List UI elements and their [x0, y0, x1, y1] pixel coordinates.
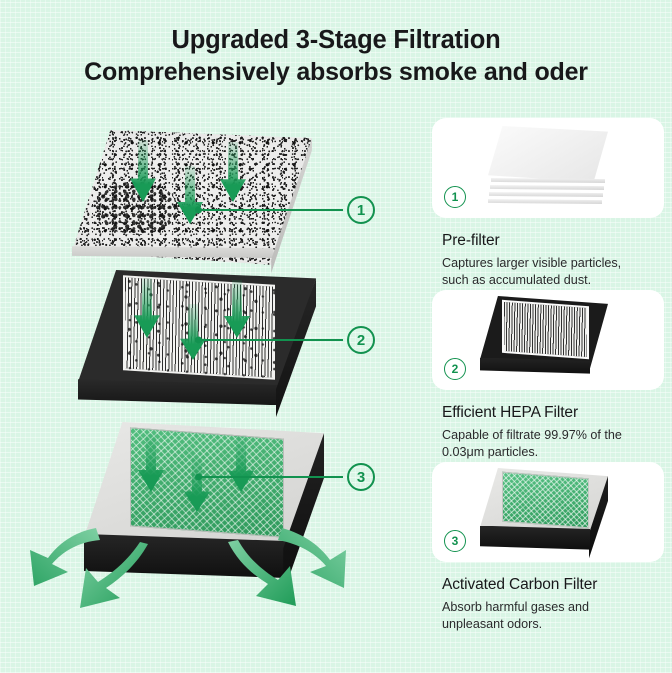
hepa-icon-front-edge — [480, 357, 591, 374]
callout-3-number: 3 — [347, 463, 375, 491]
title-line-1: Upgraded 3-Stage Filtration — [171, 26, 501, 54]
stacked-sheets-icon — [488, 126, 608, 210]
prefilter-sheet-layer — [491, 178, 605, 183]
clean-air-exhaust-arrows — [0, 510, 420, 655]
panel-3-heading: Activated Carbon Filter — [442, 576, 598, 593]
stage-2-hepa-slab — [78, 270, 316, 419]
filter-stack-illustration: 1 2 3 — [0, 110, 420, 655]
stage-1-prefilter-slab — [72, 130, 312, 274]
prefilter-front-edge — [72, 246, 274, 259]
carbon-thumbnail-card: 3 — [432, 462, 664, 562]
title-line-2: Comprehensively absorbs smoke and oder — [84, 58, 588, 86]
panel-2-badge: 2 — [444, 358, 466, 380]
panel-1-heading: Pre-filter — [442, 232, 500, 249]
callout-3: 3 — [195, 462, 375, 492]
exhaust-arrow-left-inner — [80, 542, 148, 608]
exhaust-arrow-group — [30, 528, 346, 608]
prefilter-thumbnail-card: 1 — [432, 118, 664, 218]
callout-2-number: 2 — [347, 326, 375, 354]
panel-3-body: Absorb harmful gases and unpleasant odor… — [442, 600, 590, 631]
carbon-icon-mesh — [501, 471, 589, 529]
callout-2: 2 — [195, 325, 375, 355]
hepa-icon-media — [501, 299, 589, 360]
exhaust-arrow-right-inner — [228, 540, 296, 606]
panel-2-heading: Efficient HEPA Filter — [442, 404, 579, 421]
callout-3-leader-line — [198, 476, 343, 478]
panel-hepa: 2 Efficient HEPA Filter Capable of filtr… — [432, 290, 664, 460]
hepa-thumbnail-card: 2 — [432, 290, 664, 390]
panel-carbon: 3 Activated Carbon Filter Absorb harmful… — [432, 462, 664, 632]
carbon-icon-front-edge — [480, 525, 591, 550]
carbon-filter-icon — [480, 468, 608, 559]
callout-1-leader-line — [198, 209, 343, 211]
panel-1-body: Captures larger visible particles, such … — [442, 256, 622, 287]
page-title: Upgraded 3-Stage Filtration Comprehensiv… — [0, 24, 672, 88]
prefilter-sheet-layer — [489, 192, 603, 197]
exhaust-arrow-left-outer — [30, 528, 100, 586]
prefilter-sheet-layer — [490, 185, 604, 190]
callout-1: 1 — [195, 195, 375, 225]
prefilter-sheet-layer — [488, 199, 602, 204]
hepa-filter-icon — [480, 296, 608, 384]
prefilter-sheet-top — [488, 126, 608, 182]
exhaust-arrow-right-outer — [278, 528, 346, 588]
panel-2-body: Capable of filtrate 99.97% of the 0.03μm… — [442, 428, 622, 459]
panel-3-badge: 3 — [444, 530, 466, 552]
panel-1-badge: 1 — [444, 186, 466, 208]
panel-prefilter: 1 Pre-filter Captures larger visible par… — [432, 118, 664, 288]
callout-1-number: 1 — [347, 196, 375, 224]
prefilter-dusty-surface — [72, 130, 312, 265]
callout-2-leader-line — [198, 339, 343, 341]
